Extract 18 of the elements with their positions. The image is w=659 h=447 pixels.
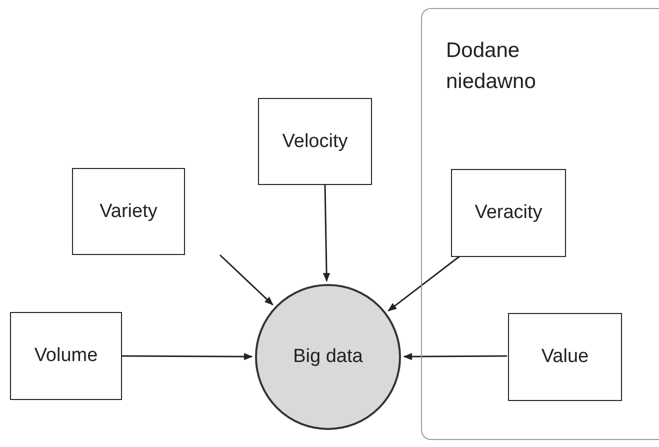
process-box	[451, 169, 566, 257]
arrow	[219, 254, 274, 306]
arrow	[122, 353, 253, 360]
node-label: Volume	[34, 344, 98, 368]
node-label: Velocity	[282, 130, 348, 154]
node-label: Variety	[100, 200, 158, 224]
arrow	[403, 352, 507, 360]
process-box	[72, 168, 185, 255]
node-label: Big data	[293, 345, 363, 369]
node-label: Value	[541, 345, 589, 369]
process-box	[508, 313, 622, 401]
group-panel	[421, 8, 659, 440]
panel-heading: Dodane niedawno	[446, 38, 537, 95]
arrow	[388, 255, 460, 312]
arrow	[322, 184, 330, 282]
node-label: Veracity	[474, 201, 542, 225]
process-box	[258, 98, 372, 185]
process-box	[10, 312, 122, 400]
